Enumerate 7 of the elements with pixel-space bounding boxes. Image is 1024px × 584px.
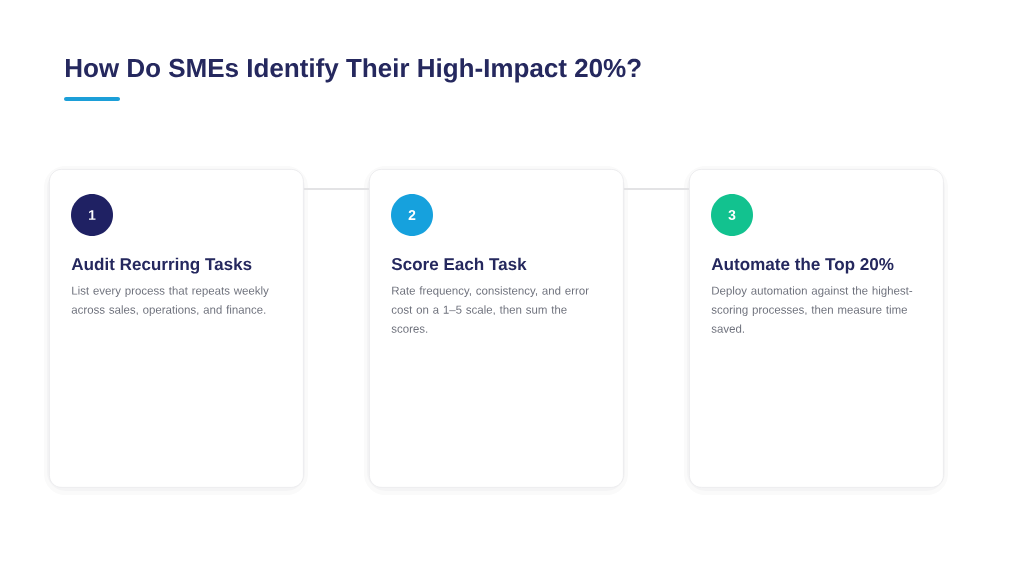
card-text: Rate frequency, consistency, and error cost on a 1–5 scale, then sum the scores. <box>391 286 589 333</box>
card-heading: Audit Recurring Tasks <box>71 257 252 274</box>
card-heading: Automate the Top 20% <box>711 257 894 274</box>
card-text: Deploy automation against the highest-scoring processes, then measure time saved. <box>711 286 913 333</box>
card-heading: Score Each Task <box>391 257 527 271</box>
title: How Do SMEs Identify Their High-Impact 20%? <box>66 58 641 83</box>
card-text: List every process that repeats weekly across sales, operations, and finance. <box>71 286 269 316</box>
